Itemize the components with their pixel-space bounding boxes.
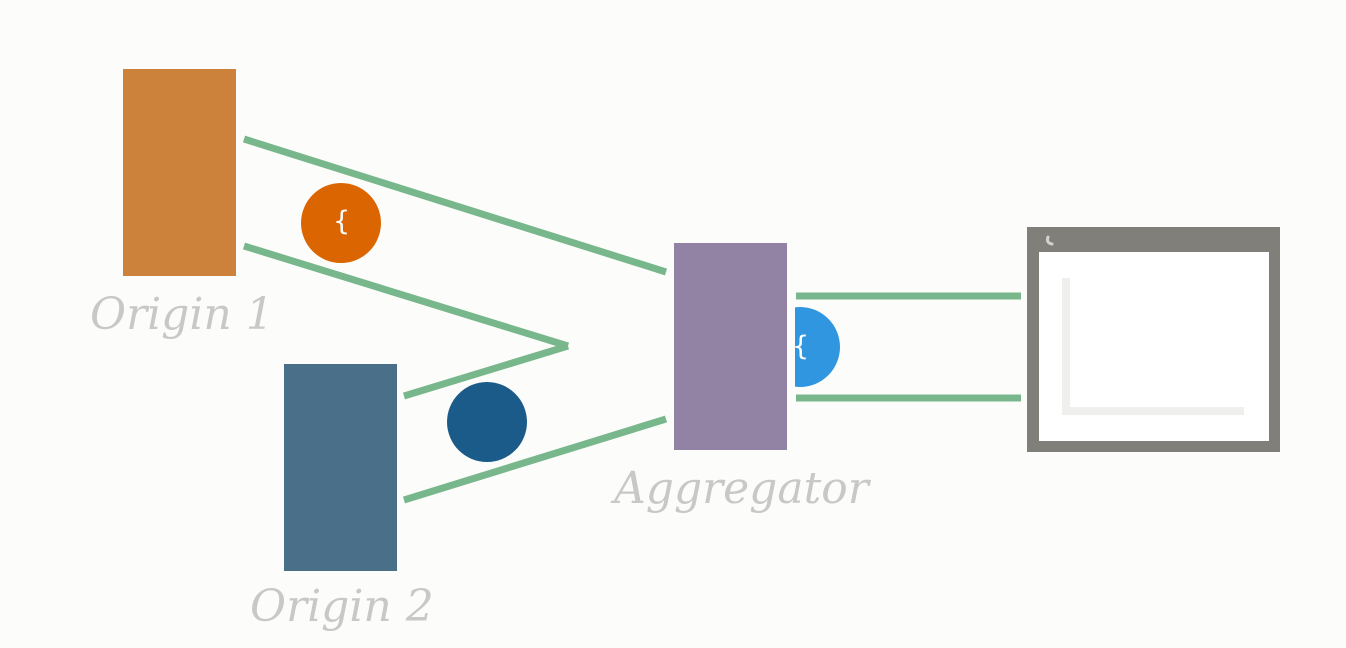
aggregator-label: Aggregator <box>614 463 869 514</box>
origin-packet <box>301 183 381 263</box>
connector-origin-2-top <box>402 342 570 400</box>
display-window <box>1027 227 1280 452</box>
origin-2-packet <box>447 382 527 462</box>
connector-origin-2-bottom <box>402 415 668 504</box>
connector-origin-1-top <box>242 135 668 276</box>
origin-1-label: Origin 1 <box>90 289 274 340</box>
window-mini-chart <box>1062 278 1244 415</box>
origin-2-label: Origin 2 <box>250 581 434 632</box>
connector-origin-1-bottom <box>242 242 570 350</box>
origin-1-block <box>123 69 236 276</box>
aggregated-packet <box>795 307 840 387</box>
connector-group <box>242 135 1021 504</box>
aggregator-block <box>674 243 787 450</box>
origin-2-block <box>284 364 397 571</box>
window-title-glyph <box>1046 235 1054 246</box>
